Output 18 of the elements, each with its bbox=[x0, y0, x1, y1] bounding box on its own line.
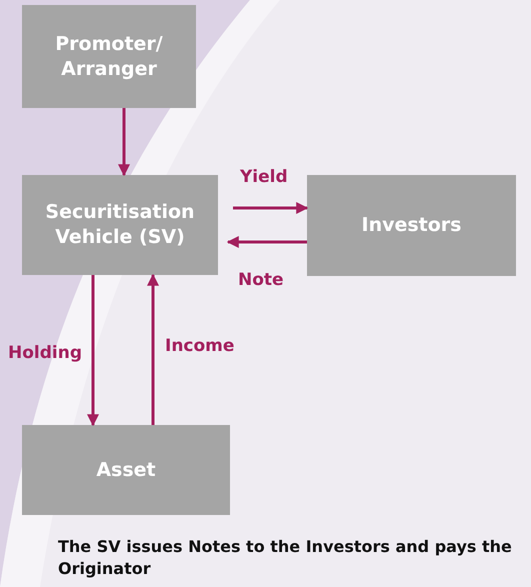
process-box bbox=[22, 5, 196, 108]
process-box bbox=[22, 175, 218, 275]
arrow bbox=[226, 236, 307, 248]
box-label: Promoter/ Arranger bbox=[54, 32, 164, 82]
process-box bbox=[307, 175, 516, 276]
process-box bbox=[22, 425, 230, 515]
edge-label: Note bbox=[238, 270, 284, 290]
box-label: Investors bbox=[362, 213, 462, 238]
arrow bbox=[118, 108, 130, 176]
arrow bbox=[147, 274, 159, 425]
edge-label: Income bbox=[165, 336, 234, 356]
box-label: Asset bbox=[96, 458, 156, 482]
arrow bbox=[233, 202, 308, 214]
box-label: Securitisation Vehicle (SV) bbox=[44, 200, 196, 250]
caption: The SV issues Notes to the Investors and pays the Originator bbox=[58, 536, 513, 580]
edge-label: Yield bbox=[240, 167, 288, 187]
arrow bbox=[87, 275, 99, 426]
edge-label: Holding bbox=[8, 343, 82, 363]
